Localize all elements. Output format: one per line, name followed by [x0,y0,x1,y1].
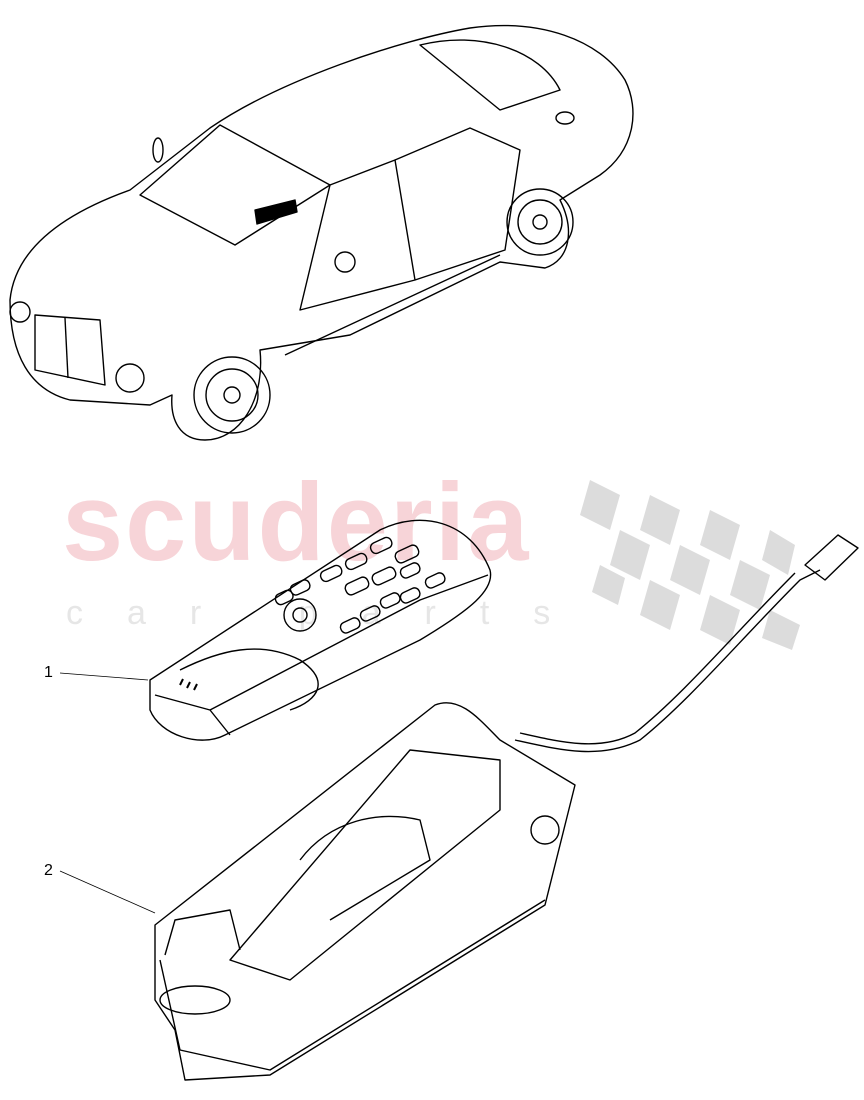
headlight-right [115,363,145,393]
car-illustration [9,24,634,441]
mirror-left [152,137,164,163]
handset-cradle [154,534,859,1081]
grille [34,314,106,386]
rear-wheel [506,188,574,256]
remote-handset [149,519,492,741]
cradle-knob [530,815,560,845]
headlight-left [9,301,31,323]
callout-2: 2 [44,862,53,879]
windshield-sticker [254,199,298,225]
front-wheel [193,356,271,434]
callout-leader-1 [59,672,149,681]
cable [514,569,821,753]
watermark-brand: scuderia [62,461,531,584]
callout-1: 1 [44,664,53,681]
windshield [139,124,331,246]
navigation-pad [283,598,317,632]
release-button [159,985,231,1015]
side-mirror [334,251,356,273]
speaker-grille [179,678,198,691]
callout-leader-2 [59,870,156,914]
checkered-flag-watermark [580,480,800,650]
front-door [299,159,416,311]
keypad-buttons [274,536,446,634]
cable-connector [804,534,859,581]
roof [419,39,561,111]
